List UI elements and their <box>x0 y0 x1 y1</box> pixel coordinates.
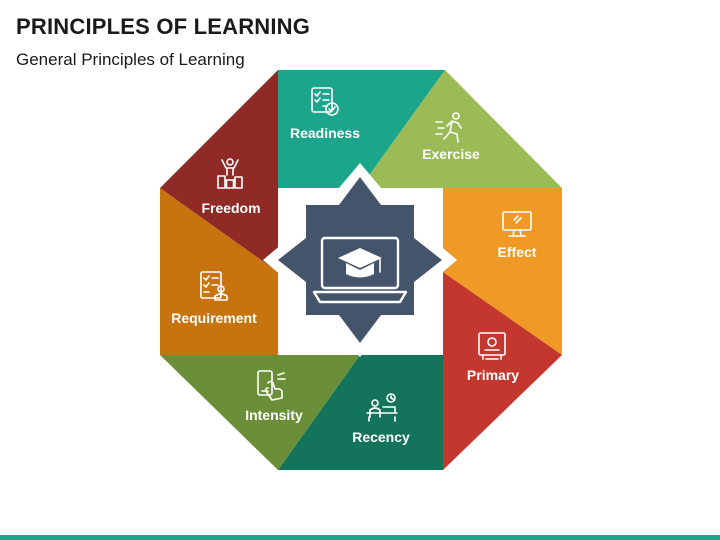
label-effect: Effect <box>498 244 537 260</box>
bottom-accent-bar <box>0 535 720 540</box>
phone-touch-icon <box>257 370 286 401</box>
label-requirement: Requirement <box>171 310 257 326</box>
page-subtitle: General Principles of Learning <box>16 50 245 69</box>
segment-effect <box>443 188 562 355</box>
segment-recency <box>278 355 443 470</box>
label-readiness: Readiness <box>290 125 360 141</box>
certificate-icon <box>478 332 506 360</box>
label-freedom: Freedom <box>201 200 260 216</box>
segment-primary <box>443 272 562 470</box>
person-at-desk-icon <box>366 393 398 422</box>
label-exercise: Exercise <box>422 146 480 162</box>
laptop-graduation-cap-icon <box>312 236 408 304</box>
segment-freedom <box>160 70 278 272</box>
checklist-icon <box>311 87 339 116</box>
label-intensity: Intensity <box>245 407 303 423</box>
monitor-icon <box>502 211 532 237</box>
segment-intensity <box>160 355 360 470</box>
label-recency: Recency <box>352 429 410 445</box>
person-cheering-icon <box>217 158 243 189</box>
segment-exercise <box>360 70 562 188</box>
page-title: PRINCIPLES OF LEARNING <box>16 14 311 39</box>
running-person-icon <box>435 112 462 143</box>
document-user-icon <box>200 271 228 301</box>
label-primary: Primary <box>467 367 519 383</box>
